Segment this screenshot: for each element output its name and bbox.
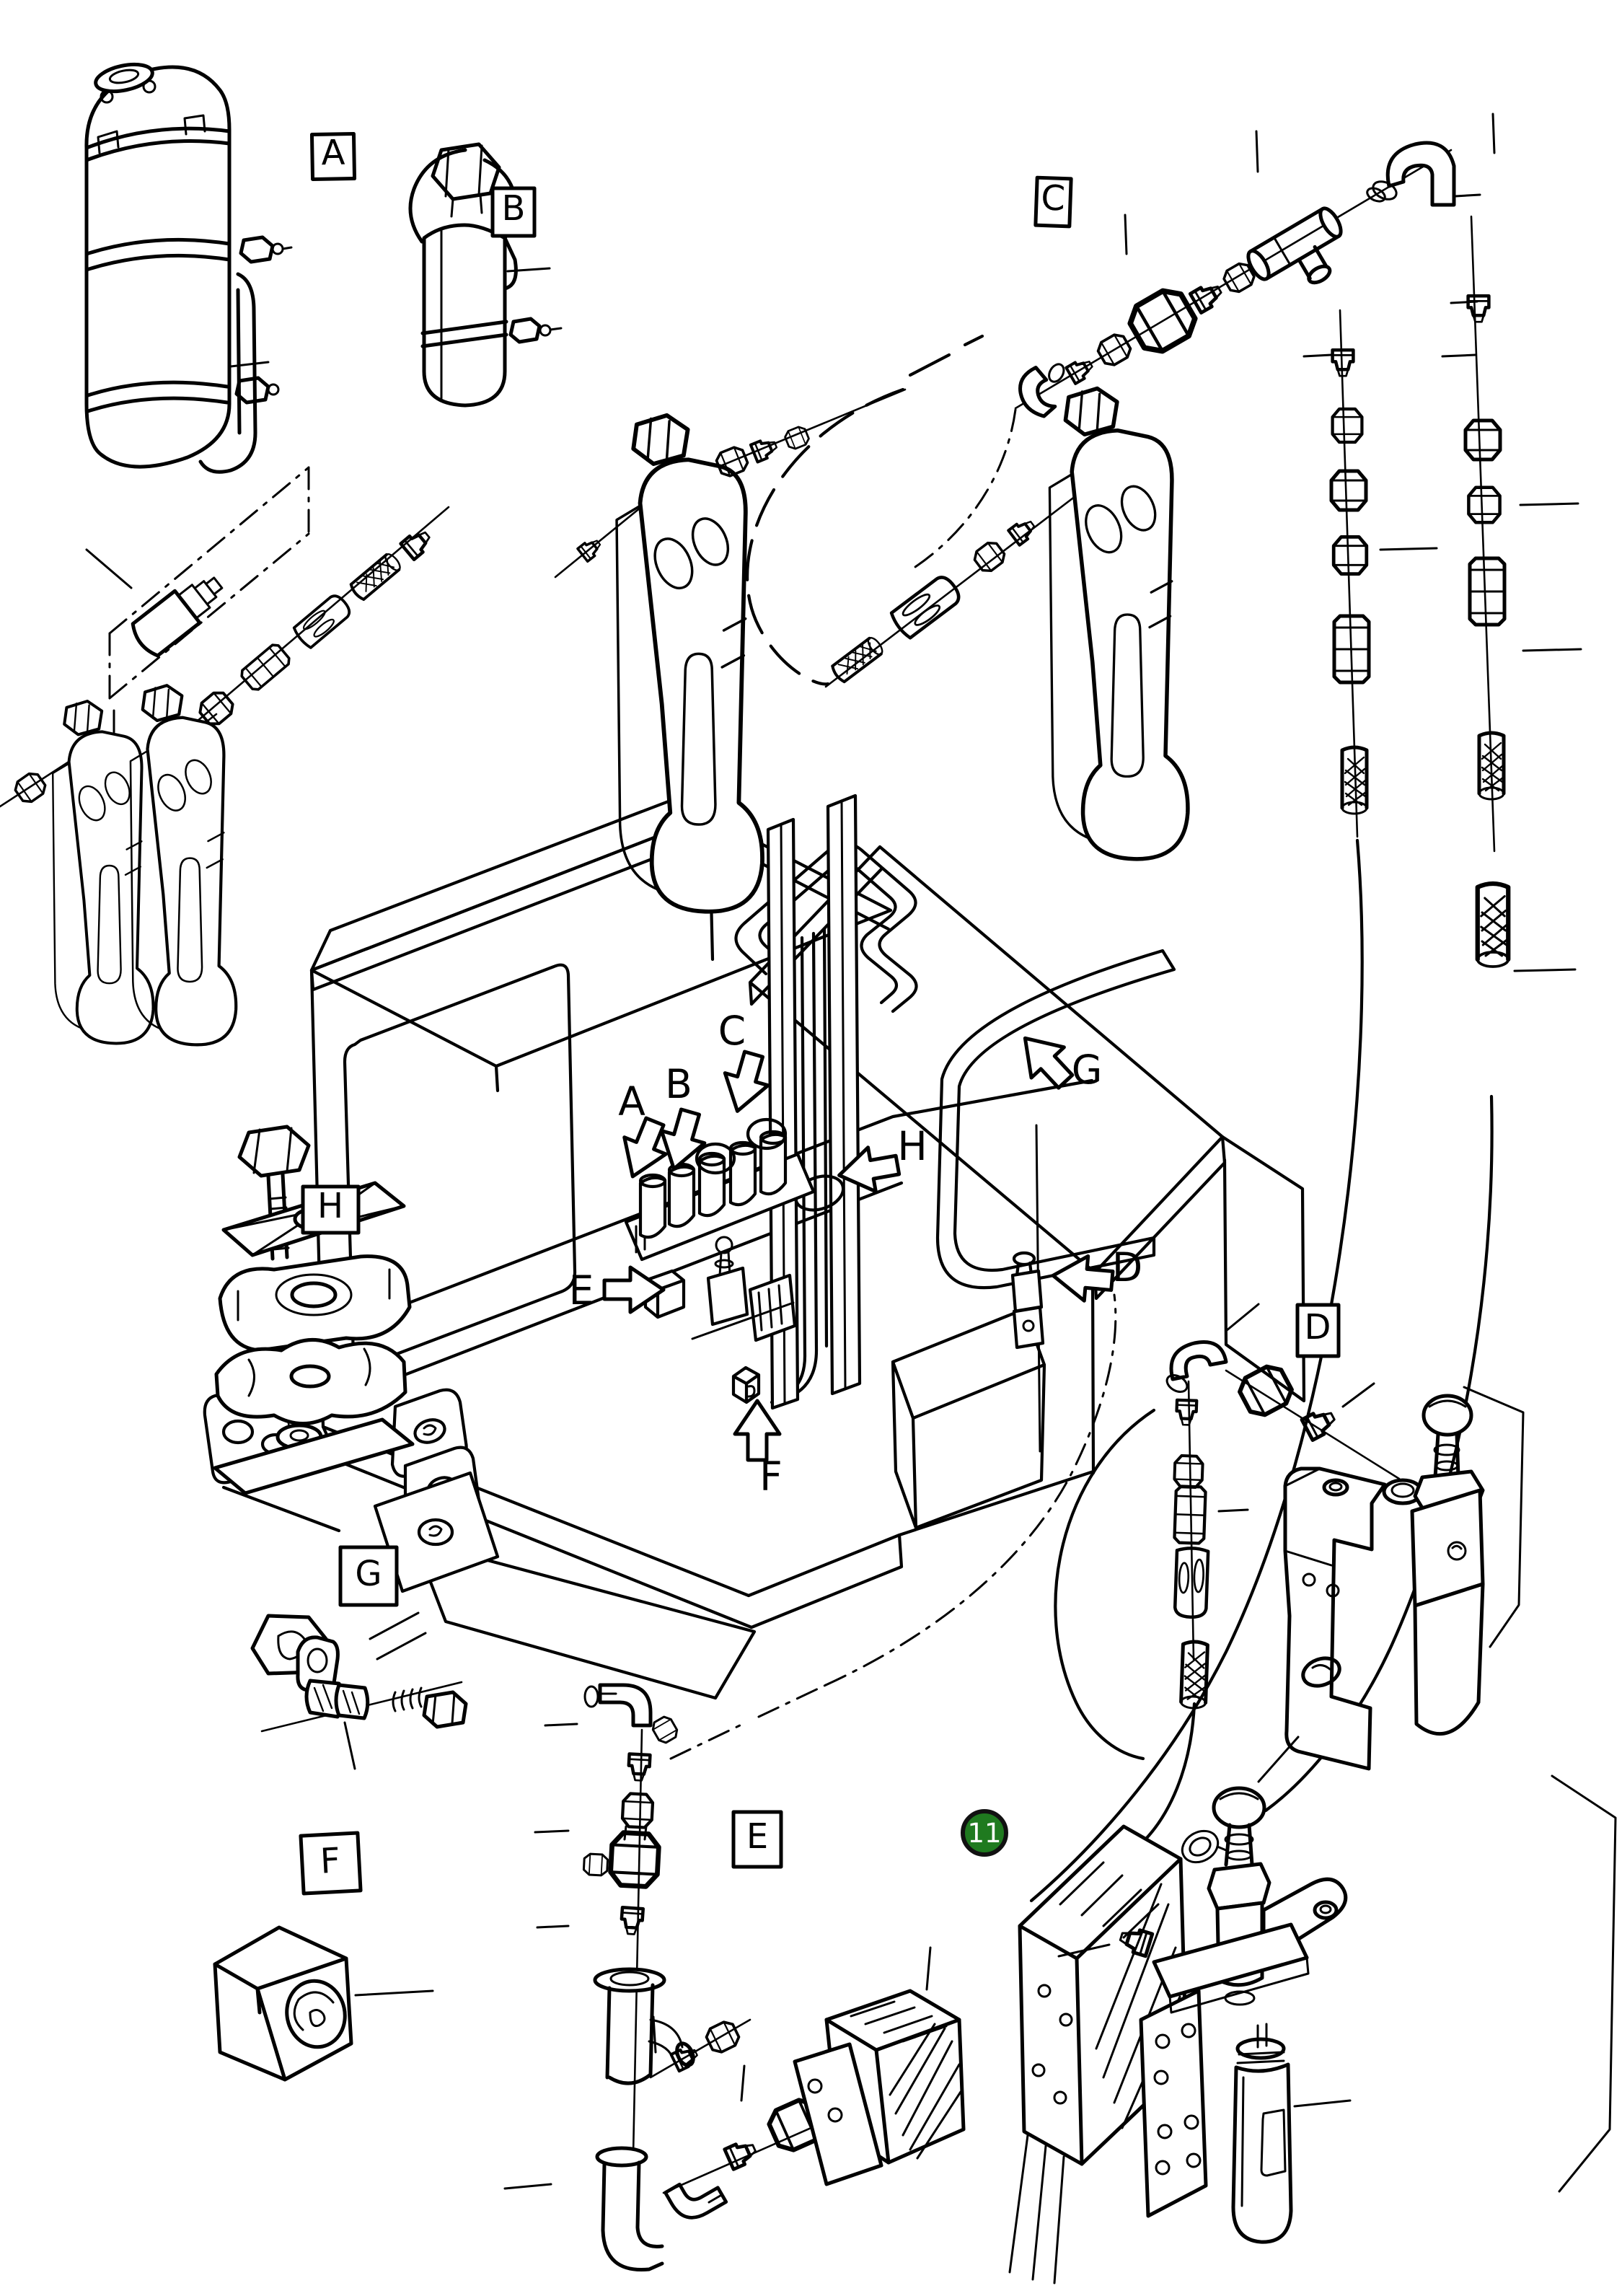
routing-hoses bbox=[669, 334, 1494, 1903]
z-bracket bbox=[1283, 1466, 1387, 1771]
arrow-label-e: E bbox=[569, 1267, 594, 1314]
svg-text:F: F bbox=[319, 1840, 342, 1881]
clamp-bolt-lower bbox=[234, 376, 280, 405]
svg-text:E: E bbox=[746, 1816, 768, 1857]
fitting-chain-e bbox=[503, 1685, 966, 2272]
svg-text:A: A bbox=[321, 133, 345, 174]
arrow-label-a: A bbox=[618, 1078, 645, 1125]
badge-number: 11 bbox=[967, 1818, 1001, 1849]
boxed-label-e: E bbox=[731, 1810, 783, 1869]
clamp-bolt-upper bbox=[239, 235, 293, 264]
cab-window bbox=[343, 963, 577, 1368]
arrow-callouts: A B C H E D G F bbox=[569, 1008, 1143, 1500]
valve-bracket bbox=[1152, 1877, 1348, 2014]
boxed-callouts: A B C H D G F bbox=[299, 131, 1341, 1896]
elbow-fitting bbox=[1018, 363, 1065, 418]
block-arrow-f-icon bbox=[735, 1401, 780, 1460]
boxed-label-b: B bbox=[490, 186, 537, 238]
tee-fitting bbox=[1246, 206, 1343, 285]
bolt-assembly-g bbox=[250, 1611, 468, 1770]
svg-text:B: B bbox=[502, 188, 526, 229]
lever-valve bbox=[1382, 1394, 1485, 1736]
interior-pipe-loop bbox=[935, 949, 1176, 1290]
pressure-switch bbox=[793, 1946, 966, 2186]
pipe-clamp-ring bbox=[793, 1174, 845, 1212]
interior-pipe-bundle bbox=[766, 793, 862, 1410]
hanger-bracket-left-rear bbox=[53, 701, 153, 1043]
hose-end-fitting bbox=[131, 576, 224, 658]
clamp-half-lower bbox=[214, 1338, 407, 1425]
grommet-block-f bbox=[213, 1925, 434, 2082]
arrow-label-g: G bbox=[1072, 1047, 1103, 1093]
tee-hex-fitting bbox=[610, 1832, 660, 1887]
g-bolt bbox=[392, 1686, 468, 1729]
elbow-fitting-top bbox=[1366, 141, 1456, 207]
badge-circle[interactable] bbox=[961, 1809, 1008, 1857]
arrow-label-b: B bbox=[665, 1061, 692, 1107]
deck-pipe-groove bbox=[734, 841, 918, 1013]
fitting-chain-left bbox=[85, 466, 434, 730]
interior-grommet-f bbox=[731, 1365, 761, 1404]
svg-text:G: G bbox=[355, 1554, 382, 1594]
elbow-fitting-e bbox=[666, 2168, 726, 2225]
block-arrow-c-icon bbox=[716, 1048, 775, 1117]
holes-plate bbox=[1139, 1989, 1208, 2218]
breather-cylinder-b bbox=[408, 142, 563, 408]
receiver-tank-a bbox=[84, 62, 293, 474]
g-bracket-tab bbox=[296, 1635, 340, 1697]
boxed-label-g: G bbox=[338, 1545, 399, 1607]
canister-bottle bbox=[1231, 2023, 1352, 2244]
control-box-assembly bbox=[1008, 1736, 1617, 2284]
hanger-bracket-center-left bbox=[617, 415, 762, 912]
boxed-label-d: D bbox=[1295, 1303, 1341, 1358]
interior-valve-bank bbox=[624, 1117, 816, 1262]
hose-loop bbox=[746, 387, 905, 686]
boxed-label-f: F bbox=[299, 1831, 363, 1896]
hanger-brackets bbox=[0, 389, 1188, 1045]
hanger-bracket-center-right bbox=[1049, 389, 1188, 859]
svg-text:H: H bbox=[317, 1186, 343, 1226]
g-bushing bbox=[304, 1679, 370, 1720]
boxed-label-a: A bbox=[309, 131, 357, 182]
boxed-label-c: C bbox=[1033, 175, 1073, 229]
valve-assembly-d bbox=[1054, 1303, 1525, 1849]
arrow-label-h: H bbox=[897, 1123, 927, 1169]
seat-pedestal bbox=[891, 1307, 1046, 1530]
fitting-chain-middle bbox=[713, 423, 1039, 683]
elbow-fitting-d bbox=[1165, 1340, 1228, 1393]
arrow-label-d: D bbox=[1112, 1244, 1142, 1290]
interior-valve-d bbox=[1010, 1124, 1045, 1453]
svg-text:D: D bbox=[1305, 1307, 1331, 1347]
clamp-half-upper bbox=[218, 1254, 412, 1352]
boxed-label-h: H bbox=[301, 1184, 361, 1235]
part-callout-badge-11[interactable]: 11 bbox=[961, 1809, 1008, 1857]
arrow-label-c: C bbox=[718, 1008, 746, 1054]
fitting-chain-c bbox=[1014, 113, 1582, 972]
arrow-label-f: F bbox=[759, 1453, 783, 1500]
clamp-base-plate bbox=[213, 1417, 415, 1495]
svg-text:C: C bbox=[1040, 177, 1065, 219]
pull-ring bbox=[1181, 1829, 1220, 1864]
cab-rear-deck bbox=[748, 845, 1227, 1301]
